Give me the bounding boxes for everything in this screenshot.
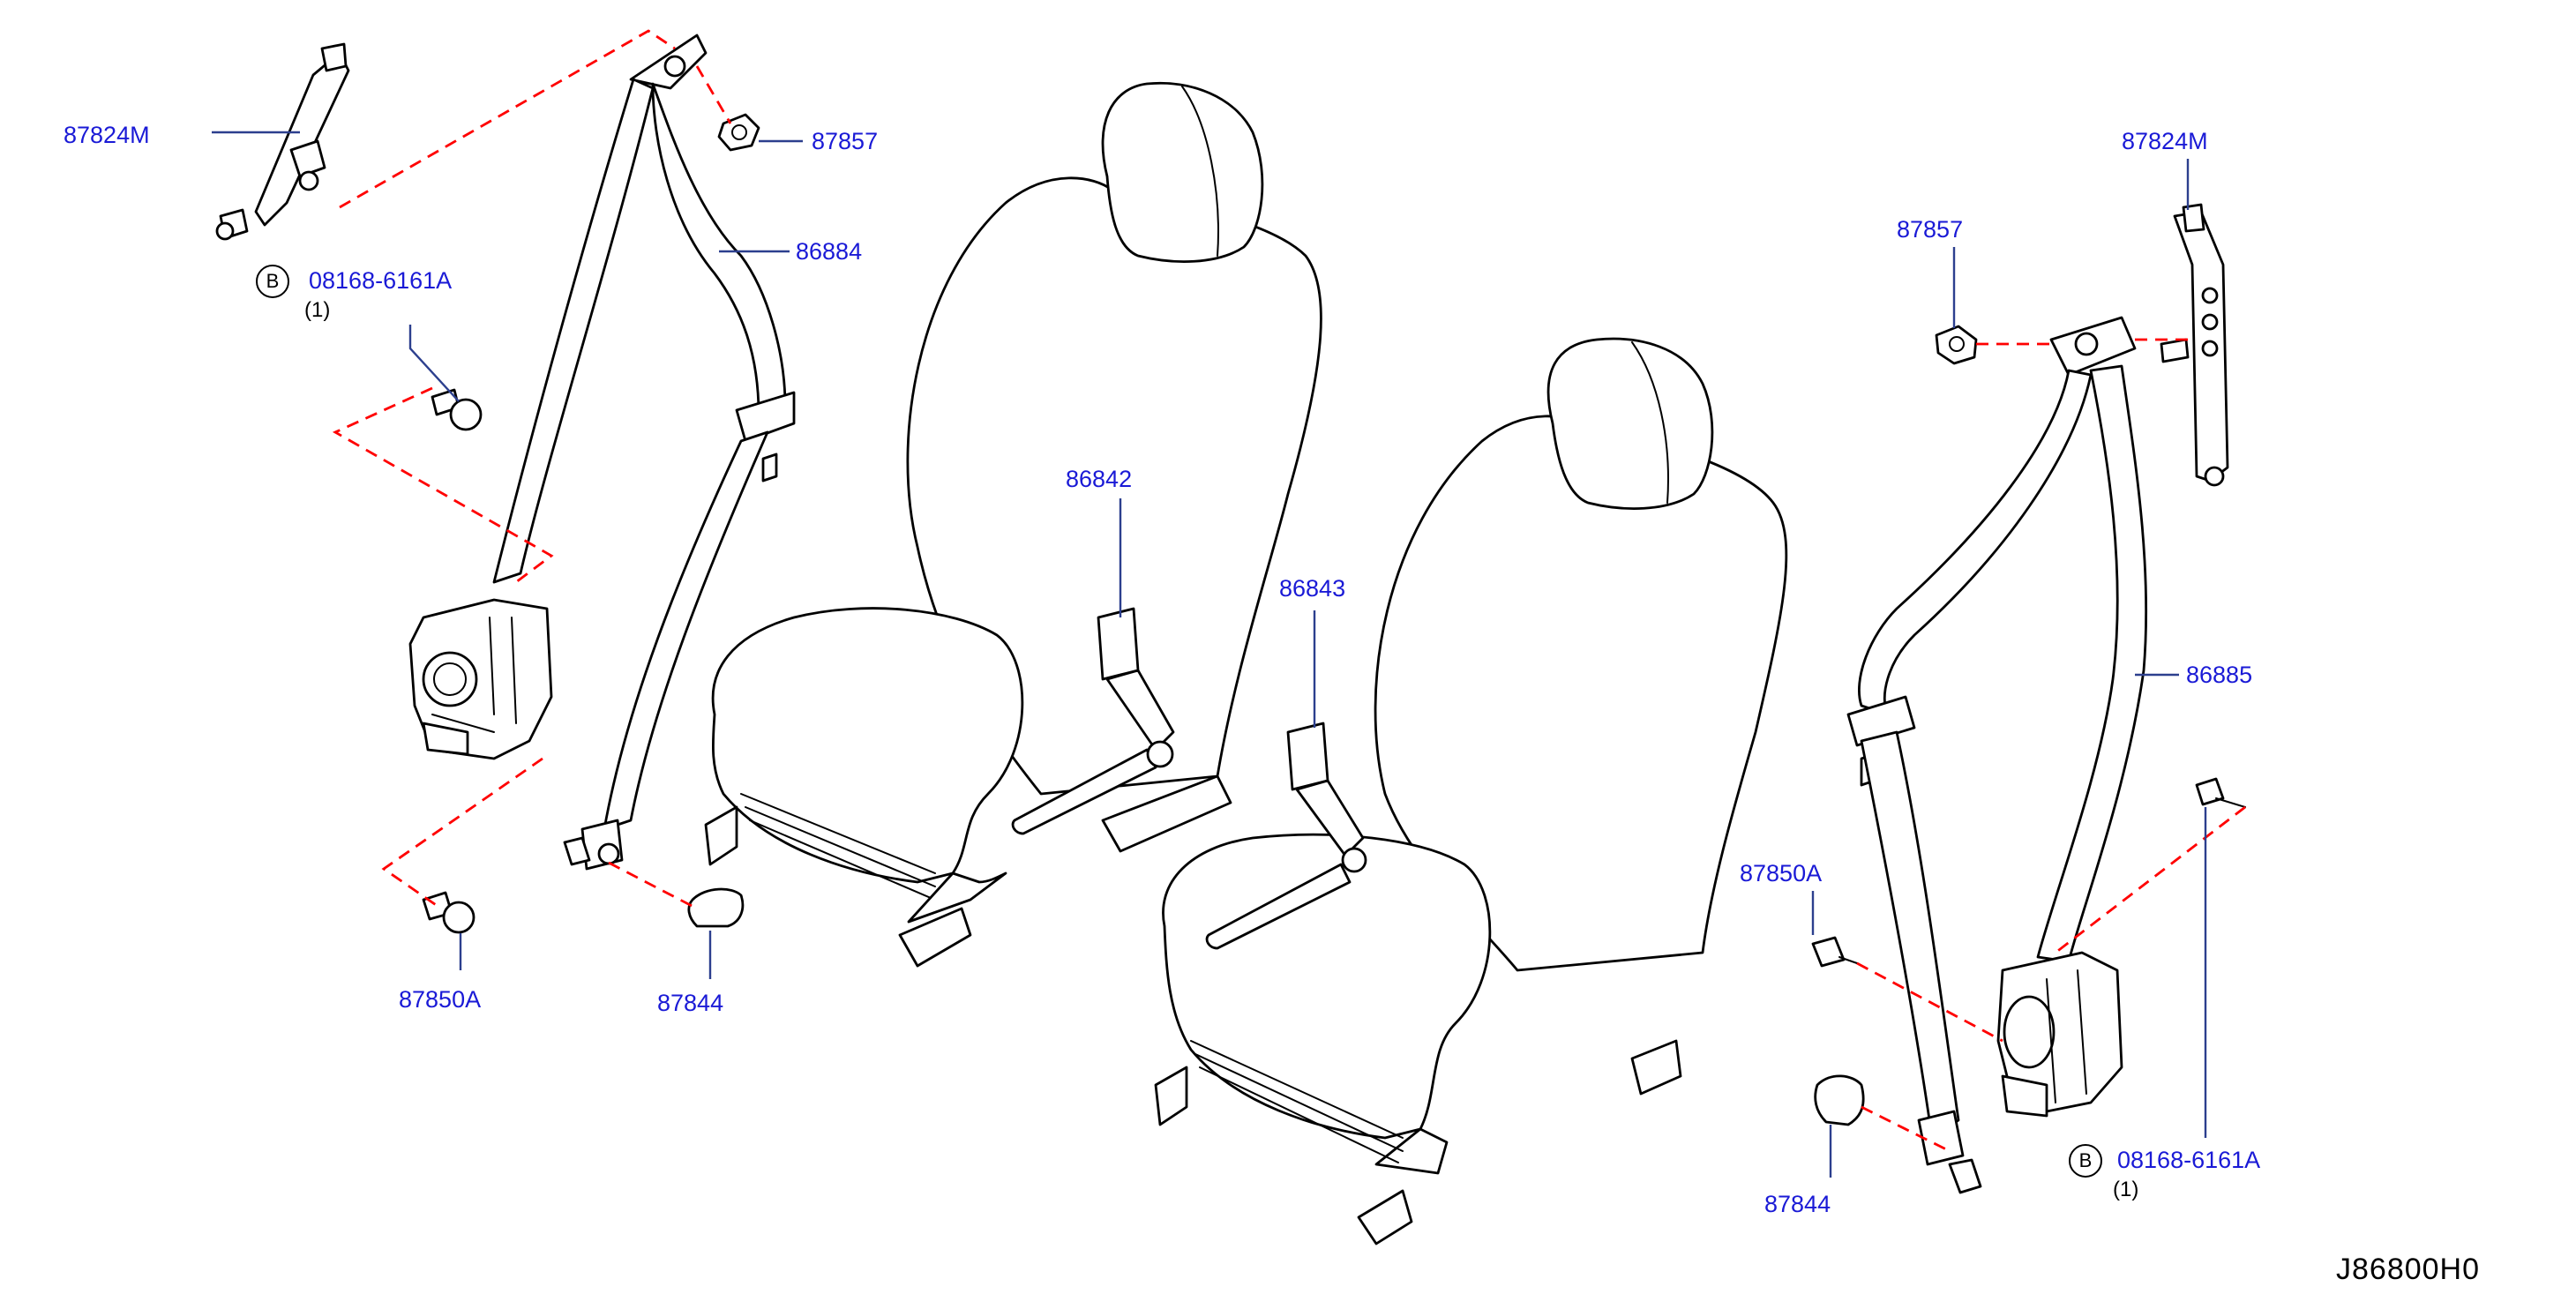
- part-label-87850A-left[interactable]: 87850A: [399, 986, 482, 1013]
- quantity-08168-left: (1): [304, 298, 331, 322]
- part-label-86884[interactable]: 86884: [796, 238, 863, 265]
- part-label-87824M-right[interactable]: 87824M: [2122, 128, 2208, 154]
- left-seat: [704, 81, 1322, 968]
- buckle-86842[interactable]: [1011, 607, 1175, 835]
- part-label-87857-left[interactable]: 87857: [812, 128, 879, 154]
- height-adjuster-87824M-left[interactable]: [215, 42, 350, 241]
- part-label-08168-right[interactable]: 08168-6161A: [2117, 1147, 2261, 1173]
- part-label-87824M-left[interactable]: 87824M: [64, 122, 150, 148]
- dashed-links: [332, 29, 2246, 1153]
- right-seat: [1154, 337, 1788, 1245]
- part-label-08168-left[interactable]: 08168-6161A: [309, 267, 453, 294]
- leader-lines: [212, 131, 2207, 1178]
- bolt-08168-left[interactable]: [431, 388, 483, 431]
- belt-86884[interactable]: [408, 34, 796, 871]
- quantity-08168-right: (1): [2113, 1178, 2139, 1201]
- bolt-08168-right[interactable]: [2195, 777, 2246, 808]
- belt-86885[interactable]: [1846, 316, 2148, 1194]
- part-label-86885[interactable]: 86885: [2186, 662, 2253, 688]
- nut-87857-right[interactable]: [1935, 325, 1978, 365]
- part-label-86843[interactable]: 86843: [1279, 575, 1346, 602]
- bolt-symbol-left: B: [256, 265, 289, 298]
- bolt-87850A-right[interactable]: [1811, 936, 1858, 968]
- buckle-86843[interactable]: [1205, 722, 1367, 950]
- part-label-87850A-right[interactable]: 87850A: [1740, 860, 1823, 886]
- part-label-87844-right[interactable]: 87844: [1764, 1191, 1831, 1217]
- bolt-87850A-left[interactable]: [422, 891, 476, 934]
- part-label-87857-right[interactable]: 87857: [1897, 216, 1964, 243]
- diagram-reference-code: J86800H0: [2336, 1253, 2481, 1286]
- bolt-symbol-right: B: [2069, 1144, 2102, 1178]
- cover-87844-right[interactable]: [1814, 1074, 1865, 1126]
- part-label-86842[interactable]: 86842: [1066, 466, 1133, 492]
- height-adjuster-87824M-right[interactable]: [2160, 203, 2229, 487]
- cover-87844-left[interactable]: [687, 887, 745, 928]
- nut-87857-left[interactable]: [717, 113, 760, 152]
- part-label-87844-left[interactable]: 87844: [657, 990, 724, 1016]
